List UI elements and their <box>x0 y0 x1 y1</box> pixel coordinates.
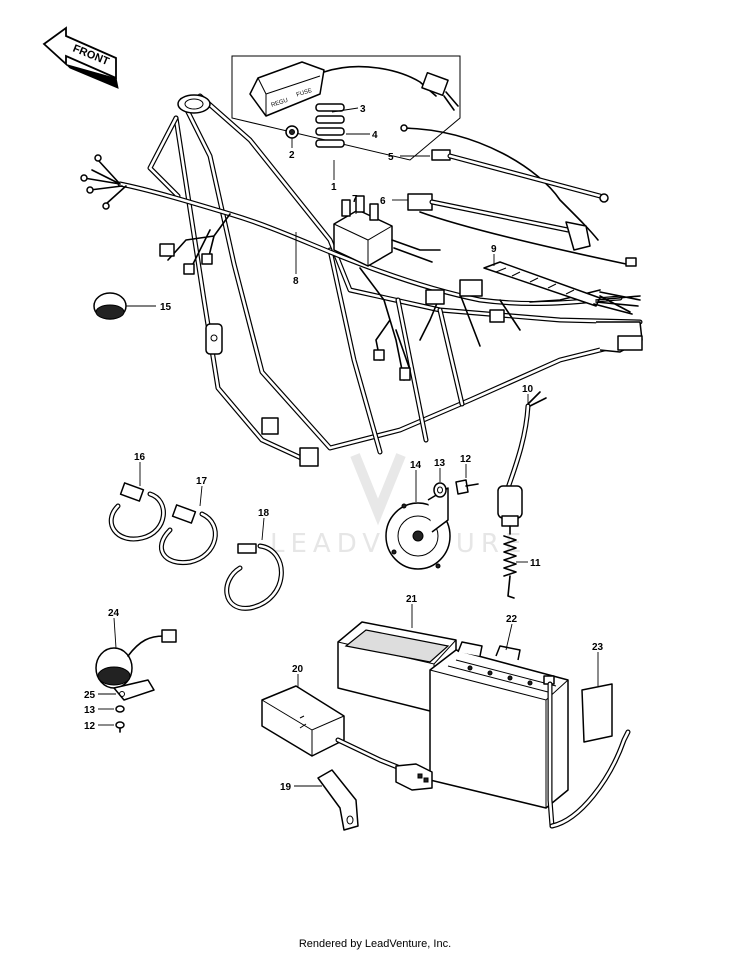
callout-8: 8 <box>293 276 299 287</box>
callout-12b: 12 <box>84 721 96 732</box>
relay-24 <box>95 629 177 689</box>
bolt <box>455 479 479 495</box>
fuse-box-label: FUSE <box>296 88 313 99</box>
callout-19: 19 <box>280 782 292 793</box>
callout-16: 16 <box>134 452 146 463</box>
callout-4: 4 <box>372 130 378 141</box>
band-17 <box>158 504 218 566</box>
caution-label <box>581 683 613 743</box>
regulator-inset: REGU FUSE <box>231 55 461 161</box>
ignitor-unit <box>261 685 433 791</box>
washer-small <box>115 705 125 713</box>
callout-1: 1 <box>331 182 337 193</box>
regulator-label: REGU <box>270 98 288 109</box>
callout-22: 22 <box>506 614 518 625</box>
steering-head <box>177 94 211 114</box>
front-arrow-icon: FRONT <box>42 26 119 89</box>
footer-credit: Rendered by LeadVenture, Inc. <box>298 938 452 950</box>
battery <box>429 641 631 829</box>
callout-9: 9 <box>491 244 497 255</box>
callout-13a: 13 <box>434 458 446 469</box>
callout-21: 21 <box>406 594 418 605</box>
pilot-lamp-cap <box>93 292 127 320</box>
main-wiring-harness <box>80 154 641 381</box>
callout-11: 11 <box>530 558 541 569</box>
junction-box <box>333 195 441 267</box>
callouts: 3 4 2 1 5 6 7 8 9 10 11 12 13 14 15 16 1… <box>84 104 604 793</box>
callout-2: 2 <box>289 150 295 161</box>
ignitor-bracket <box>317 769 359 831</box>
fuses <box>315 103 345 148</box>
washer <box>433 482 447 498</box>
callout-3: 3 <box>360 104 366 115</box>
callout-23: 23 <box>592 642 604 653</box>
callout-14: 14 <box>410 460 422 471</box>
spring <box>503 535 517 577</box>
callout-12a: 12 <box>460 454 472 465</box>
battery-cable <box>400 124 609 241</box>
rear-harness <box>483 261 641 315</box>
regulator <box>249 61 325 117</box>
callout-13b: 13 <box>84 705 96 716</box>
callout-7: 7 <box>352 194 358 205</box>
callout-24: 24 <box>108 608 120 619</box>
callout-15: 15 <box>160 302 172 313</box>
screw-small <box>115 721 125 733</box>
callout-5: 5 <box>388 152 394 163</box>
starter-cable <box>407 193 637 267</box>
callout-17: 17 <box>196 476 208 487</box>
band-18 <box>224 543 284 611</box>
bracket-25 <box>113 679 155 701</box>
battery-case <box>337 621 457 713</box>
callout-25: 25 <box>84 690 96 701</box>
callout-20: 20 <box>292 664 304 675</box>
cable-terminal <box>431 149 451 161</box>
callout-6: 6 <box>380 196 386 207</box>
band-16 <box>108 482 166 542</box>
brake-light-switch <box>497 391 547 599</box>
callout-18: 18 <box>258 508 270 519</box>
callout-10: 10 <box>522 384 534 395</box>
motorcycle-frame <box>147 93 643 467</box>
horn <box>385 487 451 570</box>
